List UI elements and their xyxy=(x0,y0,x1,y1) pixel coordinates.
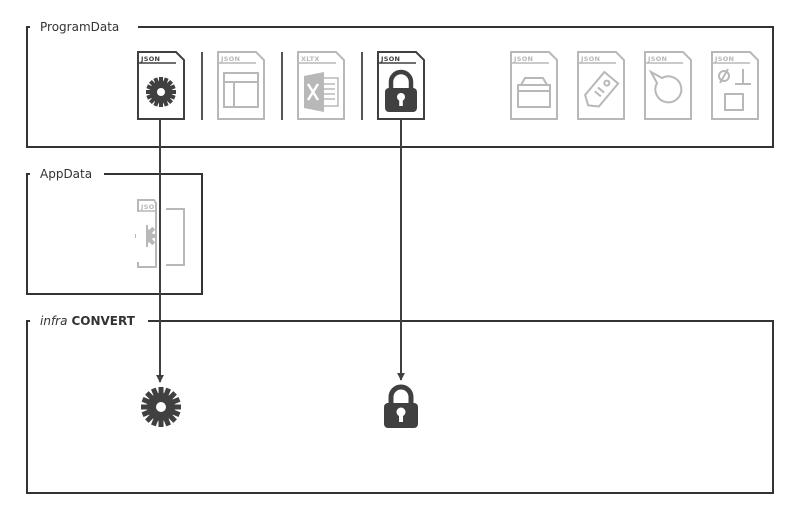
layout-icon xyxy=(223,72,259,108)
file-type-tag: JSON xyxy=(580,55,600,63)
symbols-json-file[interactable]: JSON xyxy=(711,51,759,120)
lock-icon xyxy=(385,69,417,112)
flow-arrows xyxy=(156,120,405,383)
programdata-label: ProgramData xyxy=(40,20,119,34)
archive-json-file[interactable]: JSON xyxy=(510,51,558,120)
file-type-tag: JSON xyxy=(140,55,160,63)
file-type-tag: JSON xyxy=(513,55,533,63)
appdata-label: AppData xyxy=(40,167,92,181)
output-lock-icon xyxy=(384,384,418,428)
infraconvert-label: infra CONVERT xyxy=(40,314,136,328)
config-json-file[interactable]: JSON xyxy=(137,51,185,120)
archive-icon xyxy=(517,77,551,108)
output-gear-icon xyxy=(141,387,181,427)
file-type-tag: JSON xyxy=(714,55,734,63)
appdata-container: AppData xyxy=(26,167,203,295)
tag-icon xyxy=(583,70,620,108)
cad-symbol-icon xyxy=(718,68,751,111)
file-type-tag: JSO xyxy=(140,203,155,211)
excel-xltx-file[interactable]: XLTX xyxy=(297,51,345,120)
tag-json-file[interactable]: JSON xyxy=(577,51,625,120)
file-separators xyxy=(201,52,363,120)
excel-icon xyxy=(304,72,339,112)
file-type-tag: XLTX xyxy=(301,55,320,63)
pin-json-file[interactable]: JSON xyxy=(644,51,692,120)
infraconvert-label-name: CONVERT xyxy=(71,314,135,328)
file-type-tag: JSON xyxy=(380,55,400,63)
layout-json-file[interactable]: JSON xyxy=(217,51,265,120)
pin-icon xyxy=(648,69,683,104)
gear-icon xyxy=(146,77,176,107)
lock-json-file[interactable]: JSON xyxy=(377,51,425,120)
infraconvert-label-prefix: infra xyxy=(40,314,67,328)
file-type-tag: JSON xyxy=(647,55,667,63)
appdata-config-file[interactable]: JSO xyxy=(135,199,185,268)
file-type-tag: JSON xyxy=(220,55,240,63)
infraconvert-container: infra CONVERT xyxy=(26,314,774,494)
